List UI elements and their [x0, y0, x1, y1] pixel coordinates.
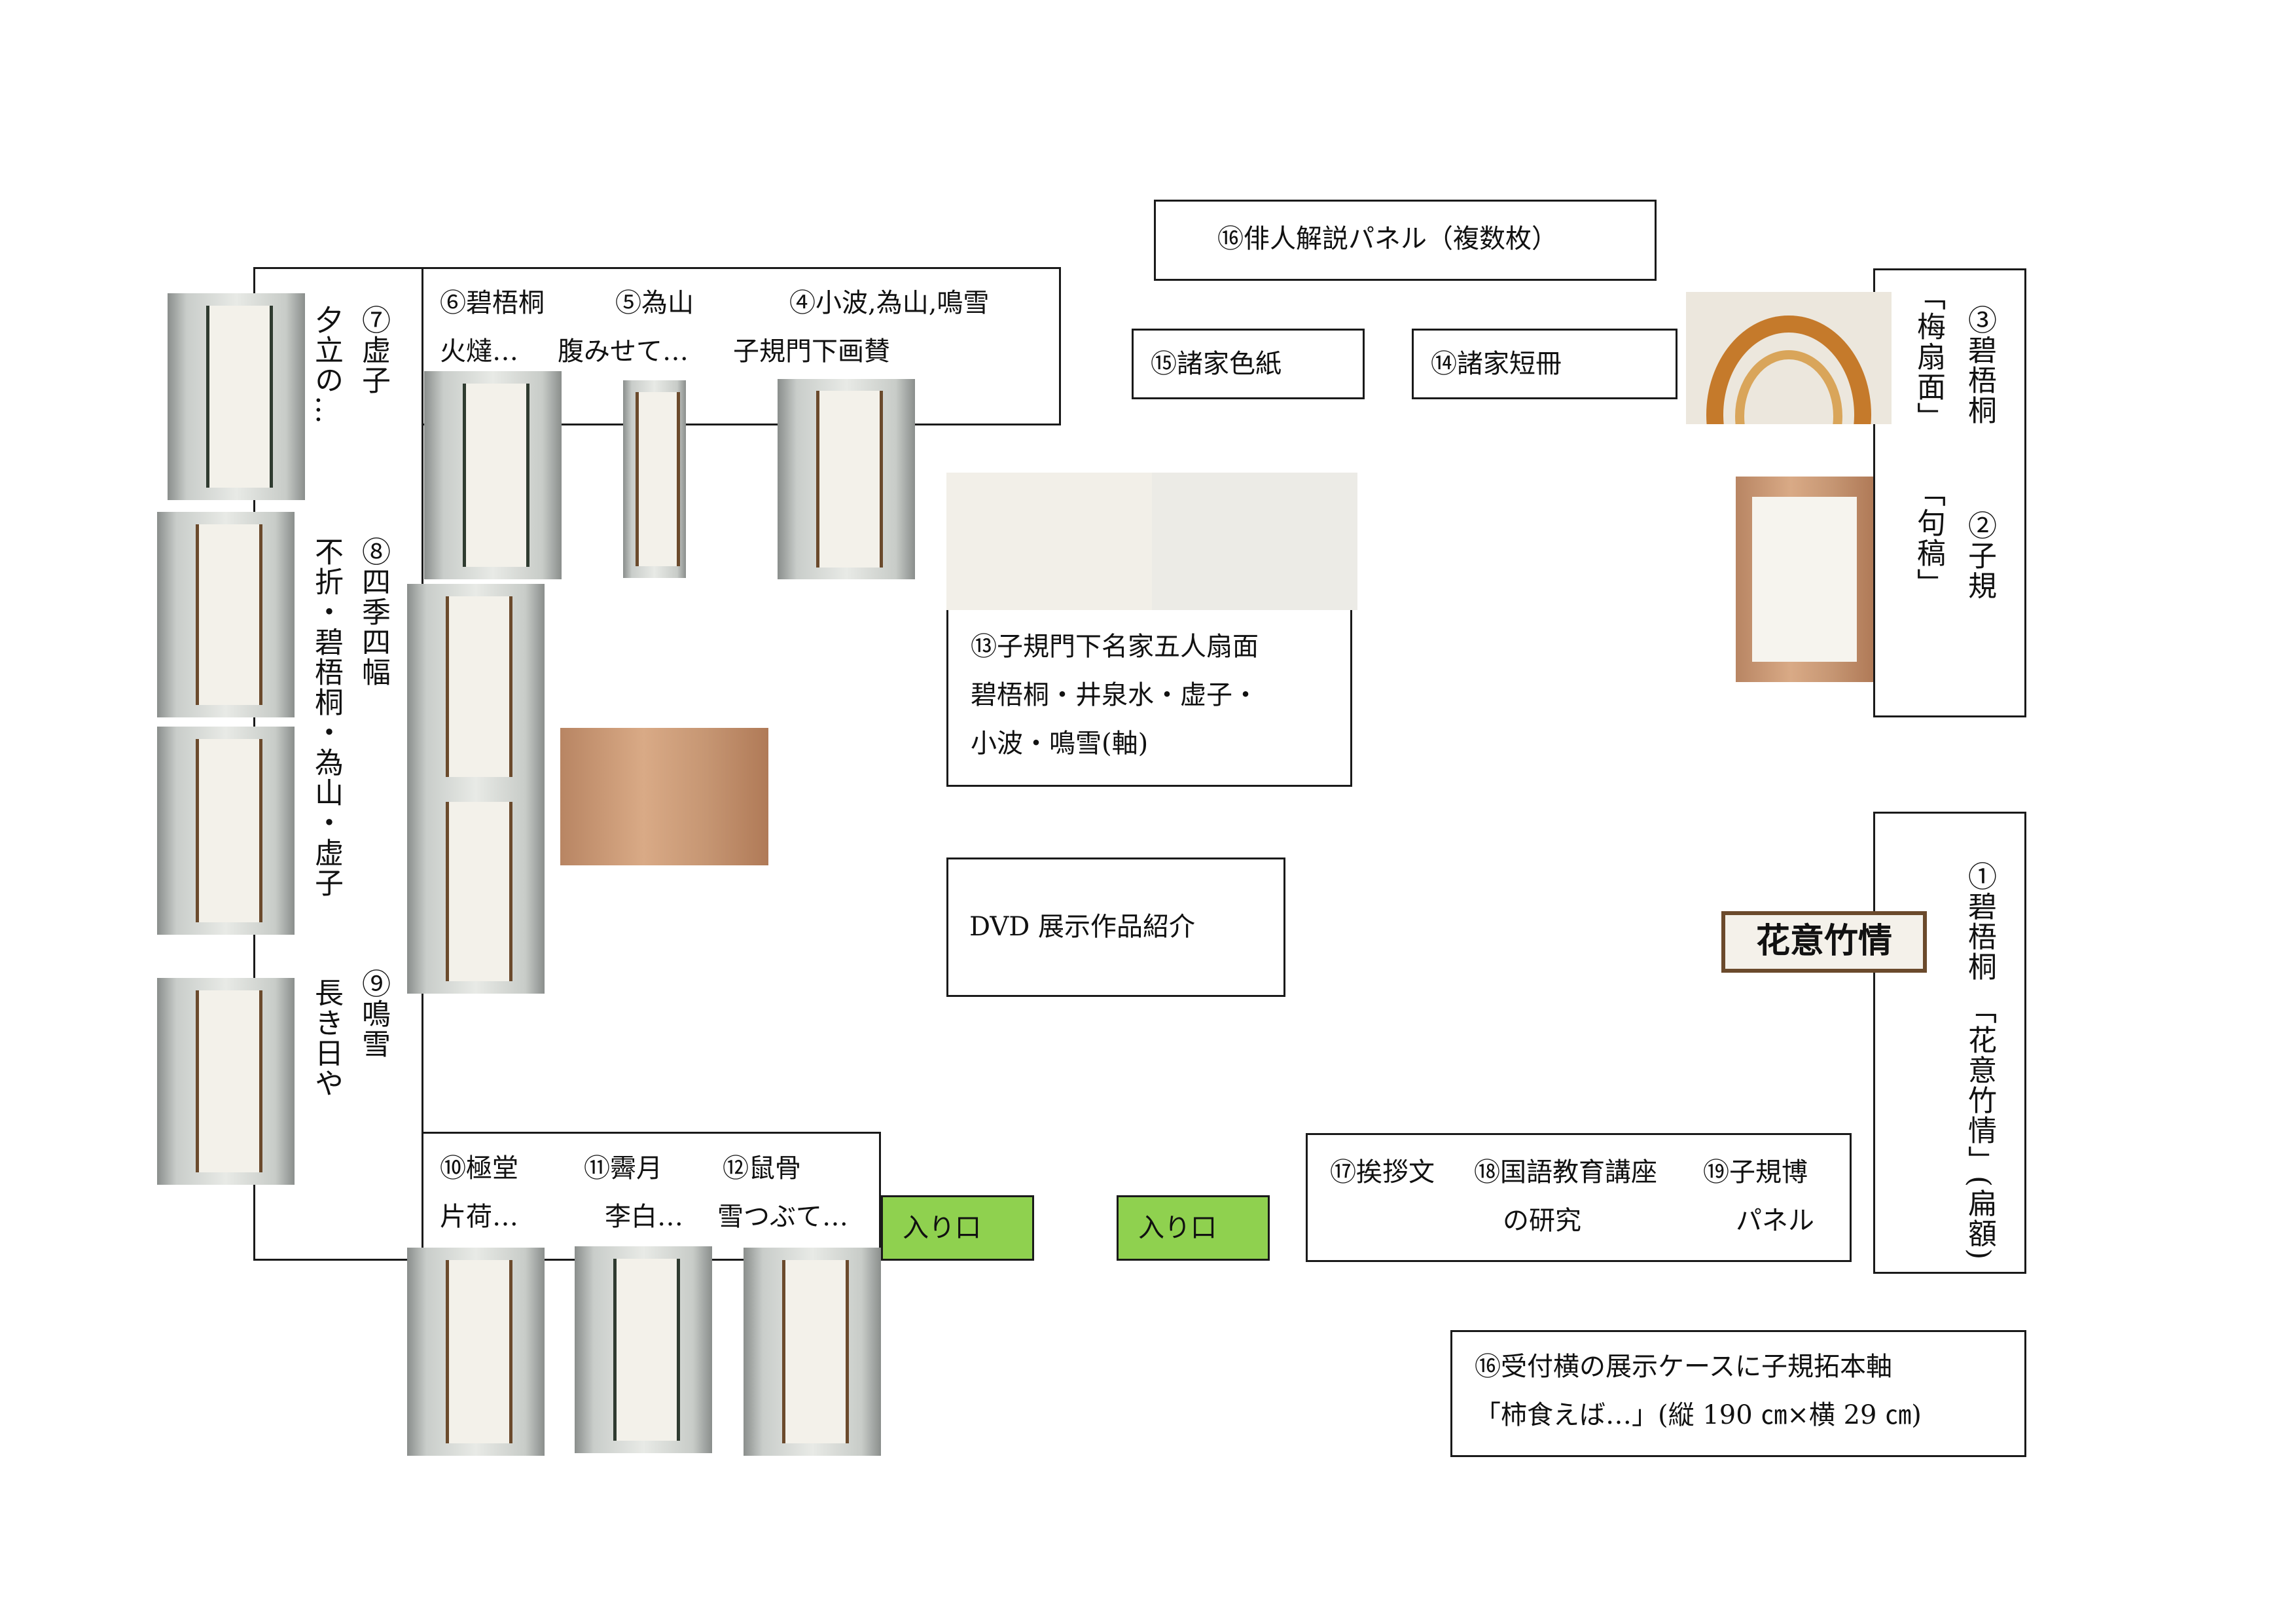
item11-sub: 李白… — [605, 1202, 683, 1232]
item12-sub: 雪つぶて… — [717, 1202, 848, 1232]
item19-label-1: ⑲子規博 — [1703, 1157, 1808, 1187]
item9-title: ⑨鳴雪 — [357, 969, 390, 1059]
fan13-photo-right — [1152, 473, 1357, 610]
item18-label-1: ⑱国語教育講座 — [1474, 1157, 1657, 1187]
item5-title: ⑤為山 — [615, 288, 694, 318]
item1-title: ①碧梧桐 — [1963, 861, 1996, 982]
tanzaku-label: ⑭諸家短冊 — [1431, 349, 1562, 379]
reception-case-box: ⑯受付横の展示ケースに子規拓本軸 「柿食えば…」(縦 190 ㎝×横 29 ㎝) — [1450, 1330, 2026, 1457]
shikishi-label: ⑮諸家色紙 — [1151, 349, 1282, 379]
entrance-right[interactable]: 入り口 — [1117, 1195, 1270, 1261]
item11-title: ⑪霽月 — [584, 1153, 662, 1183]
right-upper-box — [1873, 268, 2026, 717]
item9-scroll-photo — [157, 978, 295, 1185]
item8-scroll-photo-2 — [157, 727, 295, 935]
right-lower-box — [1873, 812, 2026, 1274]
haijin-panel-label: ⑯俳人解説パネル（複数枚） — [1217, 224, 1558, 254]
item8-scroll-photo-1 — [157, 512, 295, 717]
item3-fan-photo — [1686, 292, 1892, 424]
four-seasons-scroll-lower — [407, 789, 545, 994]
item1-sub: 「花意竹情」(扁額) — [1963, 995, 1996, 1261]
item3-sub: 「梅扇面」 — [1912, 281, 1945, 432]
reception-line1: ⑯受付横の展示ケースに子規拓本軸 — [1475, 1352, 1892, 1382]
item8-title: ⑧四季四幅 — [357, 537, 390, 687]
item4-title: ④小波,為山,鳴雪 — [789, 288, 990, 318]
dvd-box: DVD 展示作品紹介 — [946, 857, 1285, 997]
fan13-box: ⑬子規門下名家五人扇面 碧梧桐・井泉水・虚子・ 小波・鳴雪(軸) — [946, 602, 1352, 787]
item9-sub: 長き日や — [310, 978, 343, 1098]
item12-scroll-photo — [744, 1248, 881, 1456]
item12-title: ⑫鼠骨 — [723, 1153, 801, 1183]
item4-sub: 子規門下画賛 — [733, 336, 890, 367]
shikishi-box: ⑮諸家色紙 — [1132, 329, 1365, 399]
dvd-label: DVD 展示作品紹介 — [969, 912, 1196, 942]
item18-label-2: の研究 — [1503, 1206, 1581, 1236]
tanzaku-box: ⑭諸家短冊 — [1412, 329, 1677, 399]
item17-label: ⑰挨拶文 — [1330, 1157, 1435, 1187]
item10-sub: 片荷… — [440, 1202, 518, 1232]
reception-line2: 「柿食えば…」(縦 190 ㎝×横 29 ㎝) — [1475, 1400, 1922, 1430]
greeting-panels-box: ⑰挨拶文 ⑱国語教育講座 の研究 ⑲子規博 パネル — [1306, 1133, 1852, 1262]
fan13-photo-left — [946, 473, 1152, 610]
scroll-box-lid-photo — [560, 728, 768, 865]
item2-title: ②子規 — [1963, 511, 1996, 601]
top-row-box — [422, 267, 1061, 425]
item10-scroll-photo — [407, 1248, 545, 1456]
fan13-line1: ⑬子規門下名家五人扇面 — [971, 632, 1259, 662]
fan13-line2: 碧梧桐・井泉水・虚子・ — [971, 680, 1259, 710]
item4-scroll-photo — [778, 379, 915, 579]
item1-plaque-photo: 花意竹情 — [1721, 911, 1927, 973]
item2-sub: 「句稿」 — [1912, 478, 1945, 598]
haijin-panel-box: ⑯俳人解説パネル（複数枚） — [1154, 200, 1657, 281]
item5-scroll-photo — [623, 380, 686, 578]
item11-scroll-photo — [575, 1246, 712, 1453]
item8-sub: 不折・碧梧桐・為山・虚子 — [310, 537, 343, 898]
item7-title: ⑦虚子 — [357, 305, 390, 395]
item6-sub: 火燵… — [440, 336, 518, 367]
item10-title: ⑩極堂 — [440, 1153, 518, 1183]
item5-sub: 腹みせて… — [558, 336, 689, 367]
item7-sub: 夕立の… — [310, 305, 343, 425]
item19-label-2: パネル — [1736, 1206, 1814, 1236]
item6-scroll-photo — [424, 371, 562, 579]
item6-title: ⑥碧梧桐 — [440, 288, 545, 318]
item7-scroll-photo — [168, 293, 305, 500]
item2-manuscript-photo — [1736, 477, 1873, 682]
fan13-line3: 小波・鳴雪(軸) — [971, 729, 1149, 759]
four-seasons-scroll-upper — [407, 584, 545, 789]
entrance-left[interactable]: 入り口 — [881, 1195, 1034, 1261]
item3-title: ③碧梧桐 — [1963, 305, 1996, 425]
